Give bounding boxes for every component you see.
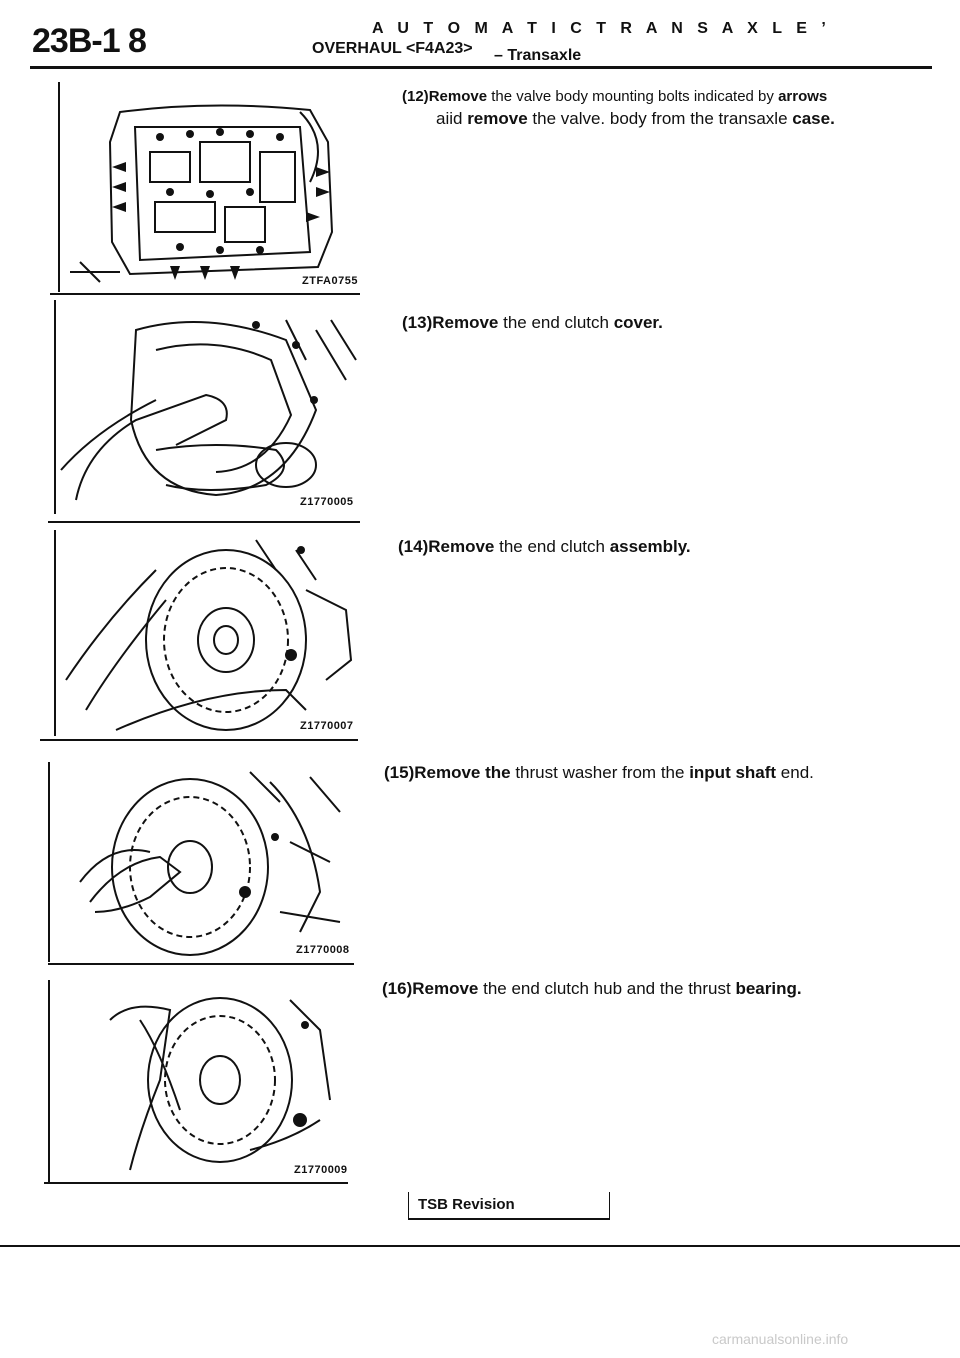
figure-valve-body: ZTFA0755 bbox=[58, 82, 362, 292]
figure-end-clutch-assembly: Z1770007 bbox=[54, 530, 360, 736]
figure-thrust-washer: Z1770008 bbox=[48, 762, 356, 962]
page-number: 23B-1 8 bbox=[32, 22, 147, 60]
figure-code: Z1770009 bbox=[294, 1164, 348, 1176]
figure-divider bbox=[48, 521, 360, 523]
figure-code: Z1770007 bbox=[300, 720, 354, 732]
step-14: (14)Remove the end clutch assembly. bbox=[398, 537, 691, 556]
step-15: (15)Remove the thrust washer from the in… bbox=[384, 763, 814, 782]
figure-code: Z1770005 bbox=[300, 496, 354, 508]
step-12-line2: aiid remove the valve. body from the tra… bbox=[436, 109, 835, 128]
header-rule bbox=[30, 66, 932, 69]
figure-divider bbox=[48, 963, 354, 965]
watermark: carmanualsonline.info bbox=[712, 1331, 849, 1347]
figure-code: ZTFA0755 bbox=[302, 275, 358, 287]
figure-divider bbox=[50, 293, 360, 295]
manual-section: – Transaxle bbox=[494, 47, 582, 64]
figure-code: Z1770008 bbox=[296, 944, 350, 956]
cover-removal-illustration bbox=[60, 319, 357, 501]
step-16: (16)Remove the end clutch hub and the th… bbox=[382, 979, 802, 998]
figure-end-clutch-hub: Z1770009 bbox=[48, 980, 350, 1182]
washer-removal-illustration bbox=[79, 771, 341, 956]
footer-rule bbox=[0, 1245, 960, 1247]
figure-divider bbox=[40, 739, 358, 741]
assembly-removal-illustration bbox=[65, 539, 353, 731]
figure-divider bbox=[44, 1182, 348, 1184]
valve-body-illustration bbox=[70, 104, 334, 283]
figure-end-clutch-cover: Z1770005 bbox=[54, 300, 362, 514]
tsb-revision-box bbox=[408, 1192, 610, 1220]
step-12: (12)Remove the valve body mounting bolts… bbox=[402, 88, 828, 105]
manual-subtitle: OVERHAUL <F4A23> bbox=[312, 40, 473, 57]
hub-removal-illustration bbox=[109, 997, 331, 1171]
step-13: (13)Remove the end clutch cover. bbox=[402, 313, 663, 332]
tsb-revision-label: TSB Revision bbox=[418, 1196, 515, 1213]
manual-title: A U T O M A T I C T R A N S A X L E ’ bbox=[372, 20, 831, 37]
